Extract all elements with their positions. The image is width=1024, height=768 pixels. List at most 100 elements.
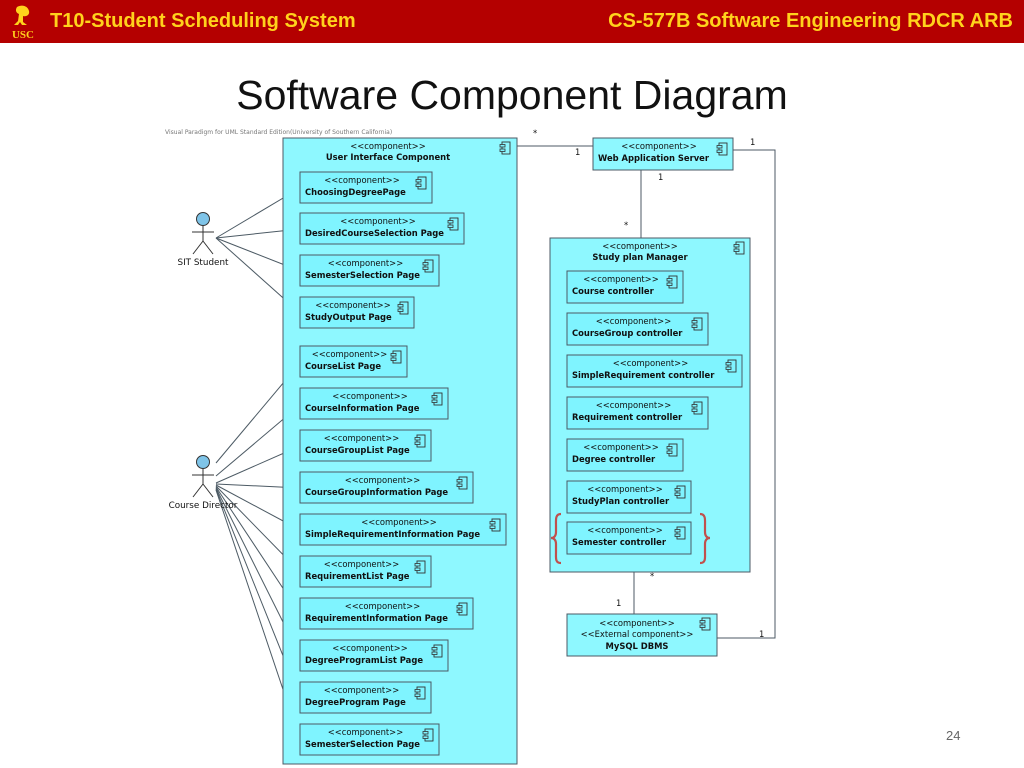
component-icon [414, 686, 426, 700]
header-right-title: CS-577B Software Engineering RDCR ARB [608, 10, 1013, 32]
component-name: RequirementList Page [305, 571, 410, 581]
component-icon [489, 518, 501, 532]
component-name: ChoosingDegreePage [305, 187, 406, 197]
component-icon [447, 217, 459, 231]
controller-box: <<component>> Requirement controller [566, 396, 709, 430]
controller-box: <<component>> Course controller [566, 270, 684, 304]
ui-component-box: <<component>> DesiredCourseSelection Page [299, 212, 465, 245]
controller-box: <<component>>SimpleRequirement controlle… [566, 354, 743, 388]
component-icon [431, 392, 443, 406]
component-name: Web Application Server [598, 153, 710, 163]
component-name: CourseInformation Page [305, 403, 420, 413]
component-icon [666, 275, 678, 289]
multiplicity-label: 1 [759, 629, 764, 639]
watermark-text: Visual Paradigm for UML Standard Edition… [165, 129, 392, 136]
component-stereotype: <<component>> [332, 643, 407, 653]
component-stereotype: <<component>> [324, 433, 399, 443]
container-stereotype: <<component>> [350, 141, 425, 151]
ui-component-box: <<component>>CourseGroupInformation Page [299, 471, 474, 504]
component-stereotype: <<component>> [361, 517, 436, 527]
controller-box: <<component>>Semester controller [566, 521, 692, 555]
component-stereotype: <<component>> [583, 442, 658, 452]
component-name: DegreeProgram Page [305, 697, 406, 707]
slide-page-number: 24 [946, 728, 961, 743]
multiplicity-label: * [624, 220, 628, 230]
controller-box: <<component>> CourseGroup controller [566, 312, 709, 346]
multiplicity-label: * [650, 571, 654, 581]
component-stereotype: <<component>> [596, 400, 671, 410]
component-stereotype: <<component>> [324, 685, 399, 695]
ui-component-box: <<component>> RequirementInformation Page [299, 597, 474, 630]
component-icon [456, 476, 468, 490]
component-icon [674, 526, 686, 540]
ui-component-box: <<component>> CourseGroupList Page [299, 429, 432, 462]
sit-student-actor: SIT Student [178, 212, 230, 268]
component-icon [666, 443, 678, 457]
slide-title: Software Component Diagram [236, 72, 788, 118]
ui-component-box: <<component>> RequirementList Page [299, 555, 432, 588]
ui-component-box: <<component>> ChoosingDegreePage [299, 171, 433, 204]
component-name: Requirement controller [572, 412, 683, 422]
ui-component-box: <<component>> DegreeProgram Page [299, 681, 432, 714]
component-stereotype: <<component>> [328, 727, 403, 737]
multiplicity-label: 1 [616, 598, 621, 608]
ui-component-box: <<component>> SemesterSelection Page [299, 723, 440, 756]
component-icon [422, 259, 434, 273]
component-name: RequirementInformation Page [305, 613, 448, 623]
component-icon [691, 401, 703, 415]
component-stereotype: <<component>> [621, 141, 696, 151]
component-name: CourseGroup controller [572, 328, 683, 338]
component-name: DesiredCourseSelection Page [305, 228, 444, 238]
component-icon [390, 350, 402, 364]
controller-box: <<component>>Degree controller [566, 438, 684, 472]
actor-head-icon [196, 212, 210, 226]
component-stereotype: <<component>> [328, 258, 403, 268]
multiplicity-label: 1 [750, 137, 755, 147]
highlight-left-bracket [550, 512, 562, 565]
actor-head-icon [196, 455, 210, 469]
controller-box: <<component>>StudyPlan controller [566, 480, 692, 514]
component-stereotype: <<component>> [345, 601, 420, 611]
component-stereotype: <<component>> [587, 484, 662, 494]
component-icon [415, 176, 427, 190]
course-director-actor: Course Director [169, 455, 238, 511]
multiplicity-label: * [533, 128, 537, 138]
multiplicity-label: 1 [658, 172, 663, 182]
component-stereotype: <<component>> [324, 559, 399, 569]
component-name: Course controller [572, 286, 655, 296]
component-stereotype: <<component>> [340, 216, 415, 226]
component-icon [716, 142, 728, 156]
component-icon [397, 301, 409, 315]
container-stereotype: <<component>> [602, 241, 677, 251]
component-icon [414, 434, 426, 448]
component-stereotype: <<component>> [332, 391, 407, 401]
component-name: CourseGroupList Page [305, 445, 410, 455]
component-stereotype: <<component>> [599, 618, 674, 628]
component-icon [422, 728, 434, 742]
server-dbms-connector [717, 149, 776, 639]
component-name: SemesterSelection Page [305, 739, 420, 749]
component-name: SemesterSelection Page [305, 270, 420, 280]
header-left-title: T10-Student Scheduling System [50, 10, 356, 32]
component-icon [733, 241, 745, 255]
component-stereotype: <<component>> [345, 475, 420, 485]
slide-header: USC T10-Student Scheduling System CS-577… [0, 0, 1024, 43]
component-name: CourseList Page [305, 361, 381, 371]
component-icon [414, 560, 426, 574]
component-stereotype: <<component>> [587, 525, 662, 535]
component-stereotype: <<component>> [583, 274, 658, 284]
external-stereotype: <<External component>> [581, 629, 694, 639]
component-icon [725, 359, 737, 373]
component-stereotype: <<component>> [312, 349, 387, 359]
multiplicity-label: 1 [575, 147, 580, 157]
ui-component-box: <<component>>DegreeProgramList Page [299, 639, 449, 672]
ui-component-box: <<component>> CourseInformation Page [299, 387, 449, 420]
ui-component-box: <<component>>SimpleRequirementInformatio… [299, 513, 507, 546]
svg-text:USC: USC [12, 29, 34, 40]
component-name: MySQL DBMS [606, 641, 669, 651]
component-stereotype: <<component>> [596, 316, 671, 326]
component-stereotype: <<component>> [324, 175, 399, 185]
mysql-dbms-box: <<component>><<External component>> MySQL… [566, 613, 718, 657]
actor-label: SIT Student [178, 258, 230, 268]
